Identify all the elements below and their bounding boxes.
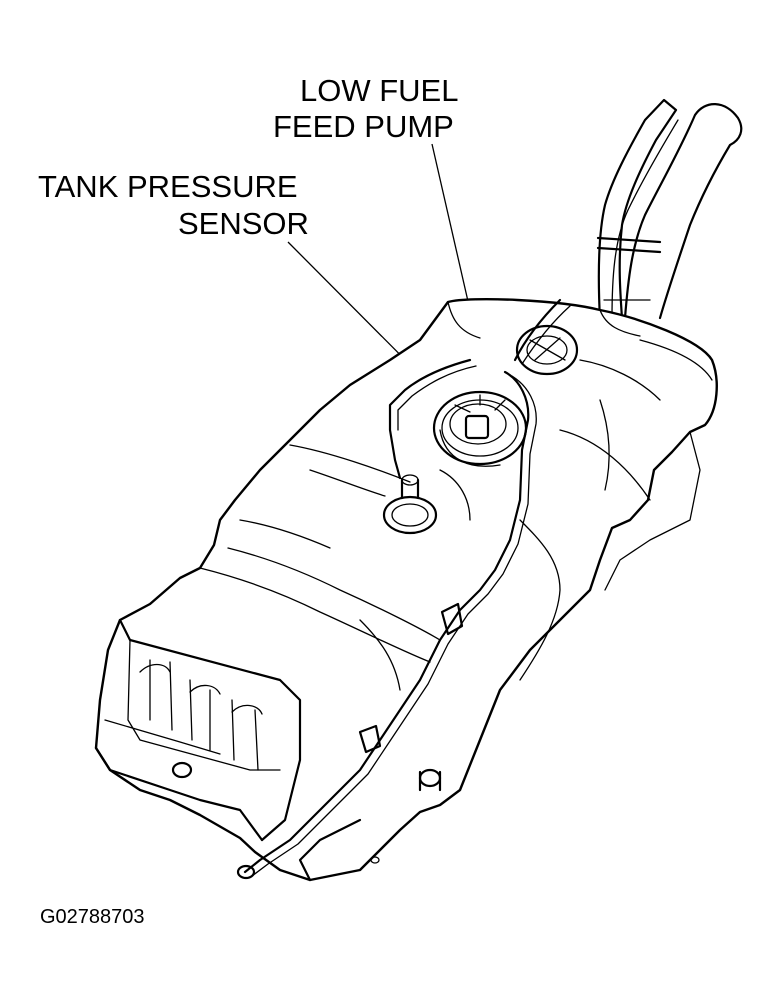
fuel-tank [94, 297, 718, 882]
label-low-fuel-feed-pump: LOW FUEL FEED PUMP [273, 73, 458, 144]
figure-code: G02788703 [40, 906, 145, 928]
low-fuel-feed-pump [432, 390, 528, 467]
label-tank-pressure-sensor: TANK PRESSURE SENSOR [38, 169, 309, 241]
line-end-fitting [236, 864, 256, 880]
label-tank-pressure-sensor-line1: TANK PRESSURE [38, 169, 298, 204]
tank-pressure-sensor-port [382, 474, 438, 535]
label-low-fuel-feed-pump-line2: FEED PUMP [273, 109, 454, 144]
line-clip-1 [440, 602, 464, 636]
line-clip-2 [358, 724, 382, 754]
tank-lower-section [94, 618, 362, 882]
fuel-lines [236, 298, 571, 880]
filler-neck [596, 98, 743, 322]
mount-bolt-1 [171, 761, 193, 779]
tank-mounting-bolts [171, 761, 442, 864]
label-tank-pressure-sensor-line2: SENSOR [178, 206, 309, 241]
label-low-fuel-feed-pump-line1: LOW FUEL [300, 73, 458, 108]
